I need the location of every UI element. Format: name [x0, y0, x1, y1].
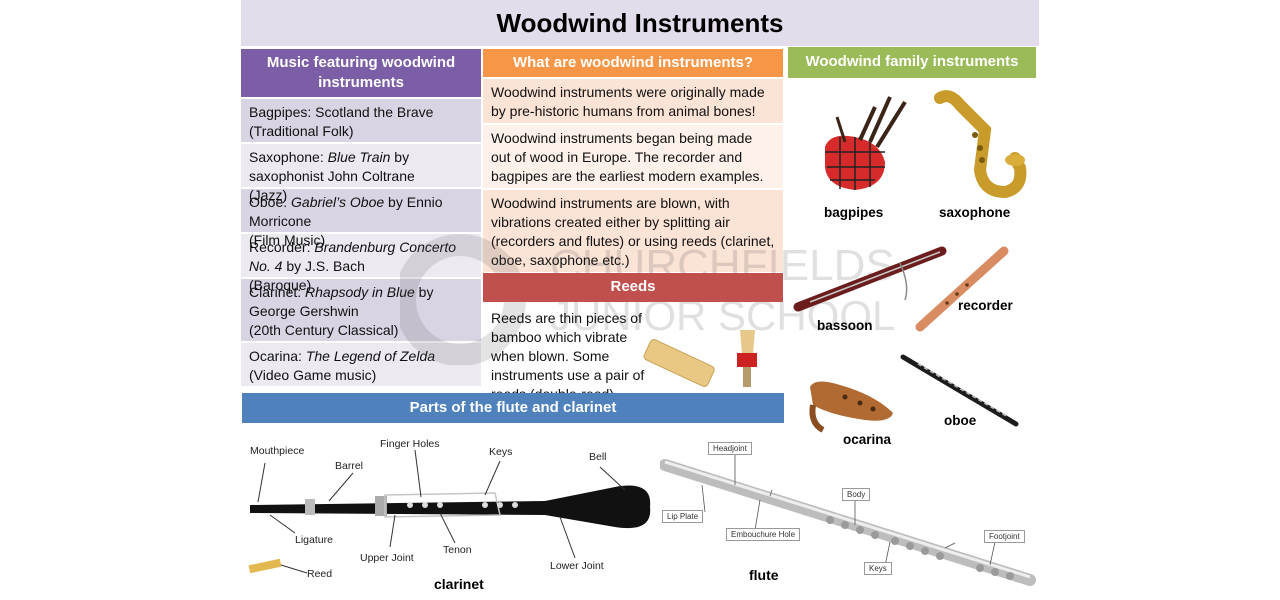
music-item-work: Rhapsody in Blue	[305, 284, 415, 300]
reeds-header: Reeds	[483, 273, 783, 302]
clarinet-diagram	[245, 435, 660, 595]
what-paragraph-2: Woodwind instruments began being made ou…	[483, 125, 783, 188]
recorder-label: recorder	[958, 298, 1013, 313]
music-item-work: Brandenburg Concerto No. 4	[249, 239, 457, 274]
clarinet-part-upper-joint: Upper Joint	[360, 552, 414, 564]
music-item-work: Blue Train	[327, 149, 391, 165]
music-item: Clarinet: Rhapsody in Blue by George Ger…	[241, 279, 481, 341]
flute-part-body: Body	[842, 488, 871, 501]
oboe-label: oboe	[944, 413, 977, 428]
music-item-genre: (Video Game music)	[249, 366, 377, 383]
clarinet-part-lower-joint: Lower Joint	[550, 560, 604, 572]
clarinet-part-tenon: Tenon	[443, 544, 472, 556]
parts-header: Parts of the flute and clarinet	[242, 393, 784, 423]
music-item: Recorder: Brandenburg Concerto No. 4 by …	[241, 234, 481, 293]
ocarina-label: ocarina	[843, 432, 892, 447]
what-paragraph-1: Woodwind instruments were originally mad…	[483, 79, 783, 123]
bassoon-label: bassoon	[817, 318, 873, 333]
music-item-instrument: Clarinet:	[249, 284, 306, 300]
recorder-image	[912, 245, 1012, 333]
page-title: Woodwind Instruments	[241, 0, 1039, 46]
single-reed-icon	[643, 339, 715, 387]
what-paragraph-3: Woodwind instruments are blown, with vib…	[483, 190, 783, 272]
what-header: What are woodwind instruments?	[483, 49, 783, 77]
reed-icon	[248, 558, 282, 574]
clarinet-part-bell: Bell	[589, 451, 607, 463]
clarinet-part-mouthpiece: Mouthpiece	[250, 445, 305, 457]
music-item: Saxophone: Blue Train by saxophonist Joh…	[241, 144, 481, 203]
flute-part-keys: Keys	[864, 562, 892, 575]
flute-part-lip-plate: Lip Plate	[662, 510, 704, 523]
flute-part-headjoint: Headjoint	[708, 442, 752, 455]
music-item-instrument: Saxophone:	[249, 149, 328, 165]
saxophone-label: saxophone	[939, 205, 1011, 220]
music-item-genre: (Traditional Folk)	[249, 122, 354, 139]
music-item: Ocarina: The Legend of Zelda (Video Game …	[241, 343, 481, 386]
music-item-work: The Legend of Zelda	[305, 348, 436, 364]
music-header: Music featuring woodwind instruments	[241, 49, 481, 97]
clarinet-part-barrel: Barrel	[335, 460, 364, 472]
oboe-image	[898, 352, 1023, 432]
flute-label: flute	[749, 567, 779, 583]
flute-part-footjoint: Footjoint	[984, 530, 1025, 543]
reed-images	[635, 325, 785, 390]
music-item-instrument: Oboe:	[249, 194, 292, 210]
music-item-genre: (20th Century Classical)	[249, 321, 399, 338]
saxophone-image	[925, 90, 1030, 200]
music-list: Bagpipes: Scotland the Brave (Traditional…	[241, 99, 481, 388]
flute-part-embouchure-hole: Embouchure Hole	[726, 528, 801, 541]
clarinet-part-reed: Reed	[307, 568, 333, 580]
ocarina-image	[805, 375, 900, 435]
clarinet-part-keys: Keys	[489, 446, 513, 458]
music-item-instrument: Ocarina:	[249, 348, 306, 364]
music-item-instrument: Recorder:	[249, 239, 315, 255]
music-item-composer: by Ennio Morricone	[249, 194, 443, 229]
music-item-work: Scotland the Brave	[315, 104, 434, 120]
clarinet-part-finger-holes: Finger Holes	[380, 438, 440, 450]
music-item-composer: by J.S. Bach	[282, 257, 365, 274]
bassoon-image	[790, 245, 950, 320]
clarinet-part-ligature: Ligature	[295, 534, 333, 546]
music-item-work: Gabriel’s Oboe	[291, 194, 385, 210]
bagpipes-image	[815, 92, 915, 197]
music-item: Bagpipes: Scotland the Brave (Traditional…	[241, 99, 481, 142]
double-reed-icon	[737, 330, 757, 387]
music-item-instrument: Bagpipes:	[249, 104, 316, 120]
music-item-composer: by George Gershwin	[249, 284, 434, 319]
family-header: Woodwind family instruments	[788, 47, 1036, 78]
clarinet-label: clarinet	[434, 576, 484, 592]
flute-diagram	[660, 440, 1040, 590]
music-item-composer: by saxophonist John Coltrane	[249, 149, 415, 184]
bagpipes-label: bagpipes	[824, 205, 884, 220]
